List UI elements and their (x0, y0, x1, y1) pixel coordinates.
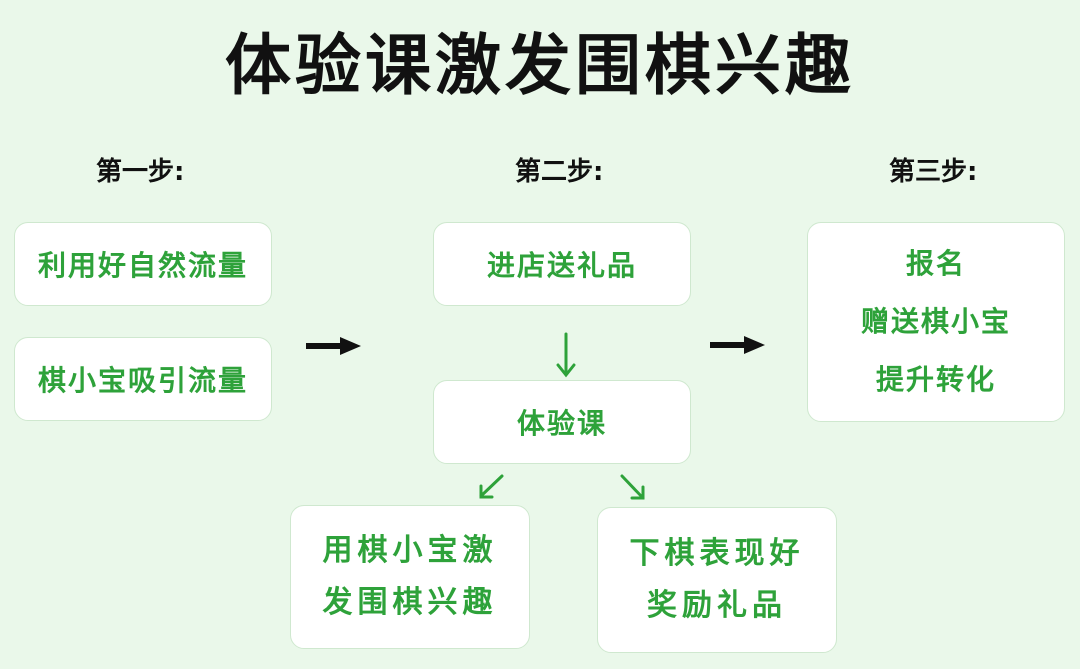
arrow-class-to-inspire (479, 474, 504, 499)
step-2-box-inspire-interest: 用棋小宝激 发围棋兴趣 (290, 505, 530, 649)
step-2-box-reward-gift: 下棋表现好 奖励礼品 (597, 507, 837, 653)
arrow-step1-to-step2 (306, 337, 361, 355)
box-text-line-3: 提升转化 (875, 363, 996, 396)
box-text-line-2: 发围棋兴趣 (322, 585, 498, 620)
box-text: 棋小宝吸引流量 (37, 364, 248, 397)
box-text-line-1: 下棋表现好 (629, 536, 805, 571)
box-text: 利用好自然流量 (37, 249, 248, 282)
diagram-title: 体验课激发围棋兴趣 (225, 27, 855, 104)
step-3-label: 第三步: (889, 157, 978, 187)
box-text: 体验课 (516, 407, 607, 440)
step-3-box-enroll: 报名 赠送棋小宝 提升转化 (807, 222, 1065, 422)
box-text-line-2: 赠送棋小宝 (860, 305, 1011, 338)
box-text: 进店送礼品 (486, 249, 637, 282)
box-text-line-2: 奖励礼品 (647, 588, 787, 623)
arrow-class-to-reward (620, 474, 645, 500)
box-text-line-1: 报名 (905, 247, 966, 280)
step-1-box-natural-traffic: 利用好自然流量 (14, 222, 272, 306)
box-text-line-1: 用棋小宝激 (322, 533, 498, 568)
step-1-box-qixiaobao-traffic: 棋小宝吸引流量 (14, 337, 272, 421)
step-2-box-trial-class: 体验课 (433, 380, 691, 464)
arrow-gift-to-class (556, 332, 576, 378)
step-2-box-store-gift: 进店送礼品 (433, 222, 691, 306)
step-2-label: 第二步: (515, 157, 604, 187)
step-1-label: 第一步: (96, 157, 185, 187)
arrow-step2-to-step3 (710, 336, 765, 354)
